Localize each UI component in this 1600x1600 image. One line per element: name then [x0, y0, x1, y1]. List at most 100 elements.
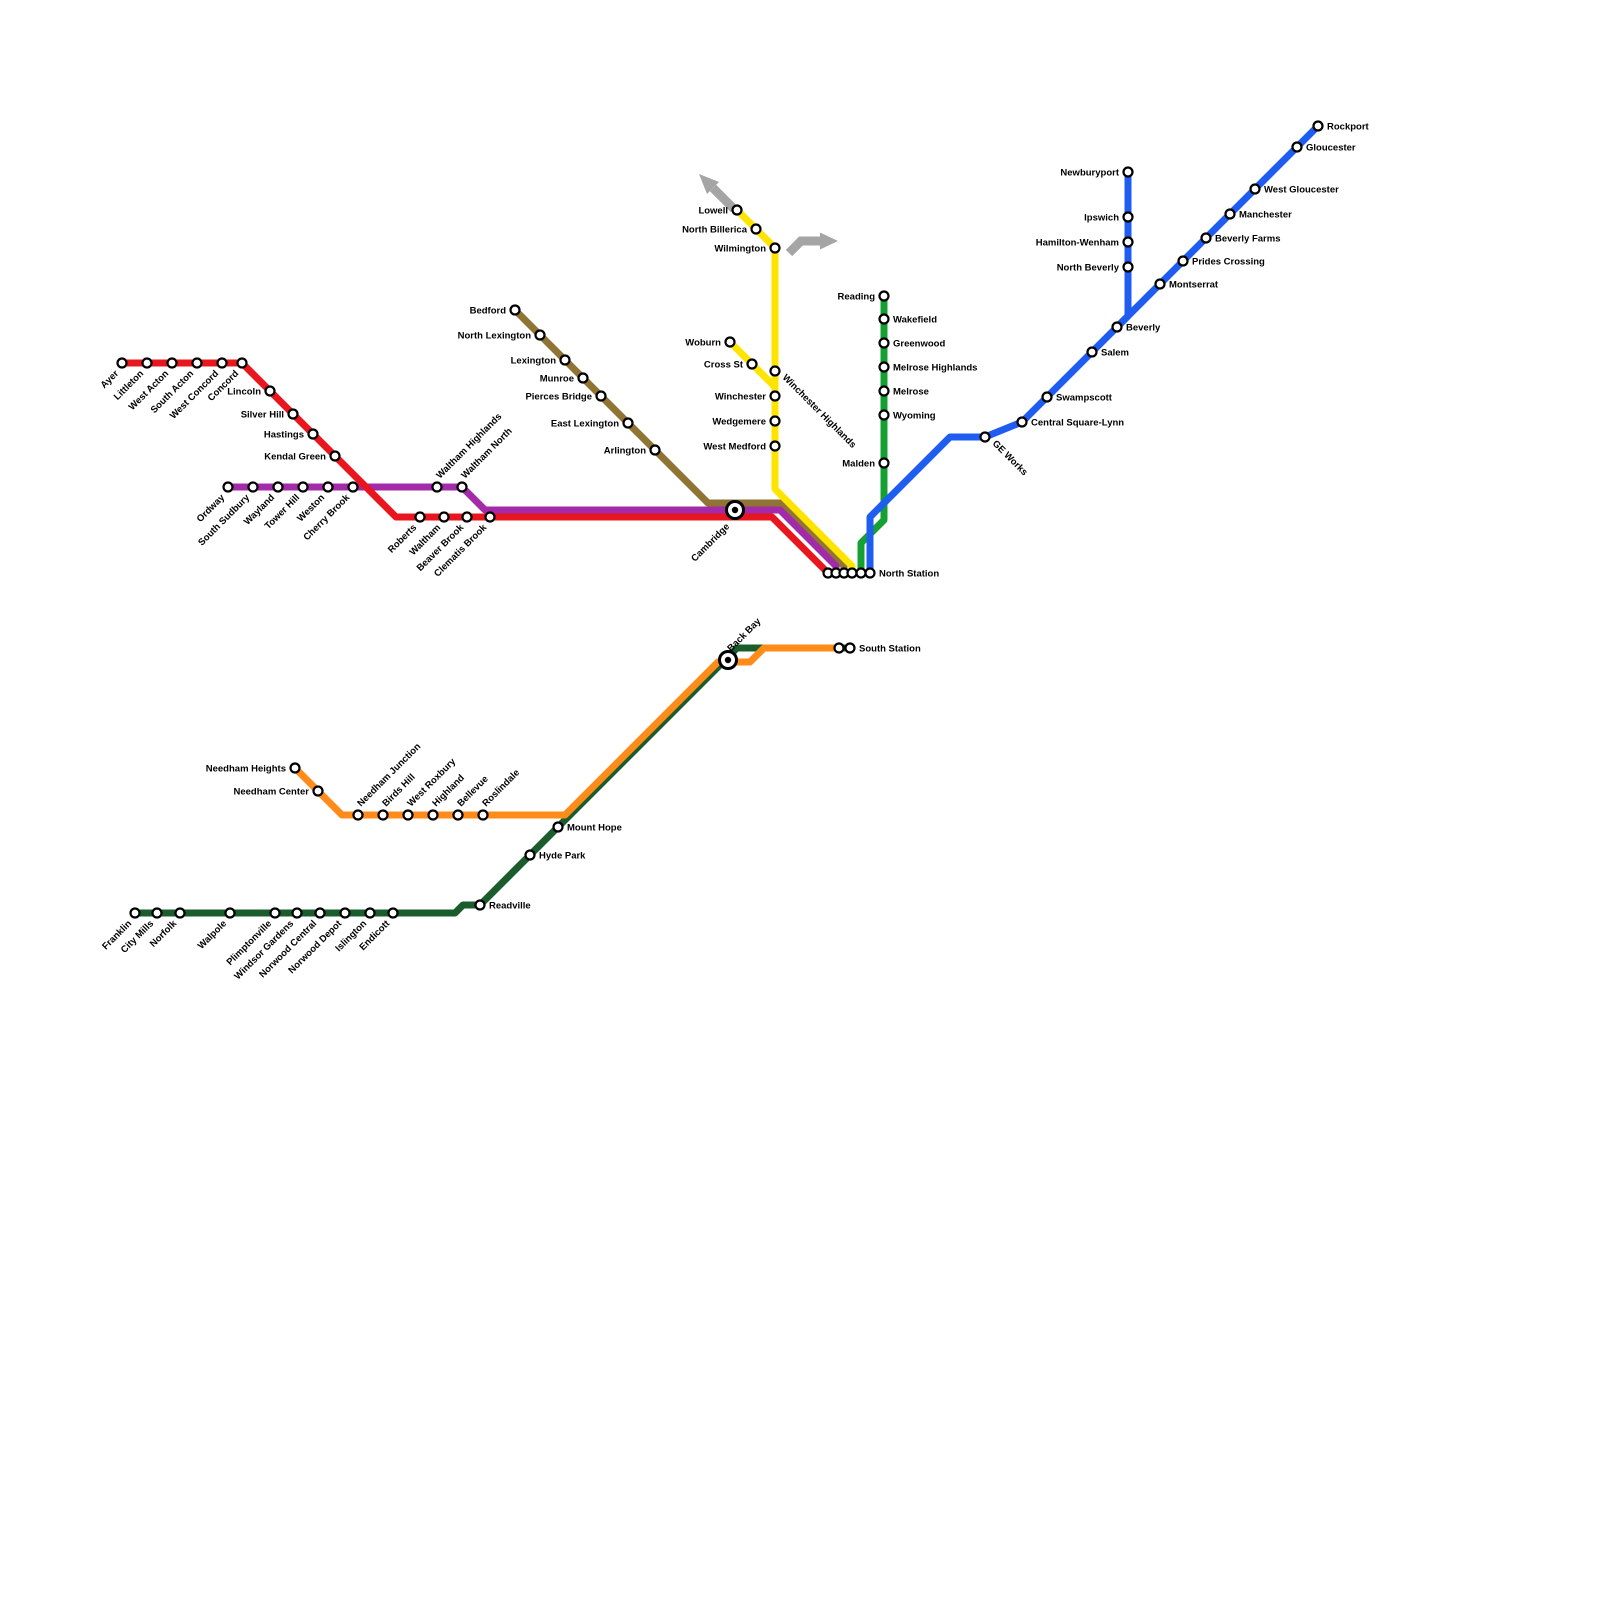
station-montserrat[interactable]	[1154, 278, 1166, 290]
station-plimptonville[interactable]	[269, 907, 281, 919]
station-label-needham-heights: Needham Heights	[206, 764, 286, 775]
station-waltham[interactable]	[438, 511, 450, 523]
station-label-montserrat: Montserrat	[1169, 280, 1219, 291]
station-waltham-highlands[interactable]	[431, 481, 443, 493]
station-clematis-brook[interactable]	[484, 511, 496, 523]
station-wayland[interactable]	[272, 481, 284, 493]
station-franklin[interactable]	[129, 907, 141, 919]
station-south-sudbury[interactable]	[247, 481, 259, 493]
station-littleton[interactable]	[141, 357, 153, 369]
station-arlington[interactable]	[649, 444, 661, 456]
line-needham	[292, 644, 839, 819]
station-south-station[interactable]	[844, 642, 856, 654]
station-beverly[interactable]	[1111, 321, 1123, 333]
station-label-south-station: South Station	[859, 644, 921, 655]
station-melrose[interactable]	[878, 385, 890, 397]
station-label-cross-st: Cross St	[704, 360, 744, 371]
station-highland[interactable]	[427, 809, 439, 821]
station-weston[interactable]	[322, 481, 334, 493]
station-north-station[interactable]	[864, 567, 876, 579]
station-needham-heights[interactable]	[289, 762, 301, 774]
station-readville[interactable]	[474, 899, 486, 911]
station-endicott[interactable]	[387, 907, 399, 919]
station-kendal-green[interactable]	[329, 450, 341, 462]
station-ayer[interactable]	[116, 357, 128, 369]
station-wilmington[interactable]	[769, 242, 781, 254]
station-label-newburyport: Newburyport	[1060, 168, 1119, 179]
station-pierces-bridge[interactable]	[595, 390, 607, 402]
station-windsor-gardens[interactable]	[291, 907, 303, 919]
station-west-medford[interactable]	[769, 440, 781, 452]
east-continuation-arrow	[785, 236, 820, 257]
station-south-acton[interactable]	[191, 357, 203, 369]
station-west-gloucester[interactable]	[1249, 183, 1261, 195]
station-winchester-highlands[interactable]	[769, 365, 781, 377]
station-salem[interactable]	[1086, 346, 1098, 358]
station-manchester[interactable]	[1224, 208, 1236, 220]
station-label-hastings: Hastings	[264, 430, 304, 441]
station-label-gloucester: Gloucester	[1306, 143, 1356, 154]
station-ipswich[interactable]	[1122, 211, 1134, 223]
station-norwood-depot[interactable]	[339, 907, 351, 919]
station-north-station-5[interactable]	[855, 567, 867, 579]
station-needham-center[interactable]	[312, 785, 324, 797]
station-newburyport[interactable]	[1122, 166, 1134, 178]
station-west-roxbury[interactable]	[402, 809, 414, 821]
station-winchester[interactable]	[769, 390, 781, 402]
station-north-station-4[interactable]	[846, 567, 858, 579]
station-woburn[interactable]	[724, 336, 736, 348]
station-bedford[interactable]	[509, 304, 521, 316]
station-walpole[interactable]	[224, 907, 236, 919]
station-north-lexington[interactable]	[534, 329, 546, 341]
station-hyde-park[interactable]	[524, 849, 536, 861]
station-bellevue[interactable]	[452, 809, 464, 821]
station-norwood-central[interactable]	[314, 907, 326, 919]
station-greenwood[interactable]	[878, 337, 890, 349]
station-city-mills[interactable]	[151, 907, 163, 919]
station-west-concord[interactable]	[216, 357, 228, 369]
station-malden[interactable]	[878, 457, 890, 469]
station-wyoming[interactable]	[878, 409, 890, 421]
station-back-bay-center-dot	[724, 656, 732, 664]
station-concord[interactable]	[236, 357, 248, 369]
station-hastings[interactable]	[307, 428, 319, 440]
station-needham-junction[interactable]	[352, 809, 364, 821]
station-wakefield[interactable]	[878, 313, 890, 325]
station-label-wilmington: Wilmington	[714, 244, 766, 255]
station-south-station-1[interactable]	[833, 642, 845, 654]
station-lincoln[interactable]	[264, 385, 276, 397]
station-cross-st[interactable]	[746, 358, 758, 370]
station-birds-hill[interactable]	[377, 809, 389, 821]
station-wedgemere[interactable]	[769, 415, 781, 427]
station-beverly-farms[interactable]	[1200, 232, 1212, 244]
station-waltham-north[interactable]	[456, 481, 468, 493]
station-east-lexington[interactable]	[622, 417, 634, 429]
station-prides-crossing[interactable]	[1177, 255, 1189, 267]
station-reading[interactable]	[878, 290, 890, 302]
station-west-acton[interactable]	[166, 357, 178, 369]
station-swampscott[interactable]	[1041, 391, 1053, 403]
station-roslindale[interactable]	[477, 809, 489, 821]
station-gloucester[interactable]	[1291, 141, 1303, 153]
station-central-square-lynn[interactable]	[1016, 416, 1028, 428]
station-label-cambridge: Cambridge	[689, 521, 732, 564]
station-melrose-highlands[interactable]	[878, 361, 890, 373]
station-north-beverly[interactable]	[1122, 261, 1134, 273]
station-mount-hope[interactable]	[552, 821, 564, 833]
station-lexington[interactable]	[559, 354, 571, 366]
station-ordway[interactable]	[222, 481, 234, 493]
station-tower-hill[interactable]	[297, 481, 309, 493]
station-rockport[interactable]	[1312, 120, 1324, 132]
station-north-billerica[interactable]	[750, 223, 762, 235]
station-islington[interactable]	[364, 907, 376, 919]
station-label-north-billerica: North Billerica	[682, 225, 748, 236]
station-ge-works[interactable]	[979, 431, 991, 443]
station-beaver-brook[interactable]	[461, 511, 473, 523]
station-silver-hill[interactable]	[287, 408, 299, 420]
station-norfolk[interactable]	[174, 907, 186, 919]
station-hamilton-wenham[interactable]	[1122, 236, 1134, 248]
station-munroe[interactable]	[577, 372, 589, 384]
station-lowell[interactable]	[731, 204, 743, 216]
station-cherry-brook[interactable]	[347, 481, 359, 493]
station-roberts[interactable]	[414, 511, 426, 523]
